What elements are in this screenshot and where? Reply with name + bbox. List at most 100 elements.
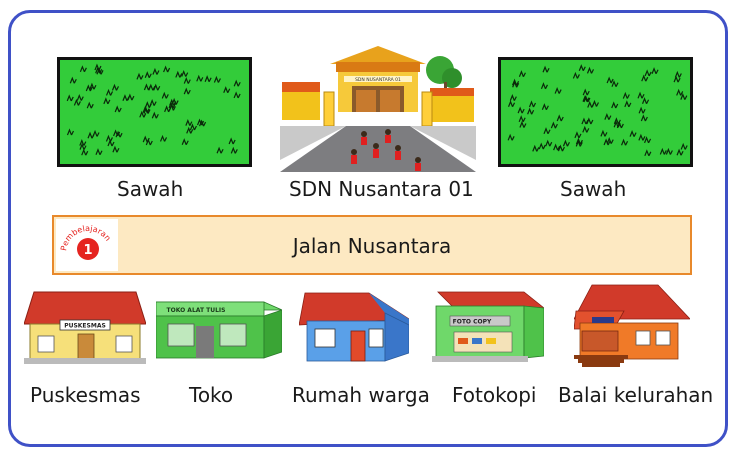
grass-tuft — [139, 110, 147, 118]
grass-tuft — [175, 70, 183, 78]
grass-tuft — [541, 103, 549, 110]
grass-tuft — [168, 101, 176, 109]
grass-tuft — [81, 148, 89, 156]
grass-tuft — [575, 139, 583, 147]
road-jalan-nusantara: Jalan Nusantara — [52, 215, 692, 275]
grass-tuft — [69, 76, 77, 84]
grass-tuft — [578, 64, 586, 72]
grass-tuft — [644, 136, 652, 144]
fotocopy-sign: FOTO COPY — [453, 319, 492, 326]
grass-tuft — [638, 133, 646, 141]
label-school: SDN Nusantara 01 — [289, 177, 474, 201]
badge-graphic: Pembelajaran 1 — [59, 224, 113, 260]
fotokopi-illustration: FOTO COPY — [432, 291, 544, 362]
lesson-badge: Pembelajaran 1 — [56, 219, 118, 271]
grass-tuft — [79, 138, 87, 146]
grass-tuft — [66, 128, 75, 136]
grass-tuft — [586, 66, 595, 74]
grass-tuft — [186, 126, 194, 134]
label-puskesmas: Puskesmas — [30, 383, 141, 407]
grass-tuft — [204, 75, 212, 83]
grass-tuft — [680, 142, 688, 150]
toko-illustration: TOKO ALAT TULIS — [156, 301, 282, 359]
grass-tuft — [507, 133, 515, 141]
grass-tuft — [611, 101, 619, 109]
grass-tuft — [673, 75, 681, 83]
grass-tuft — [586, 117, 594, 125]
grass-tuft — [66, 94, 74, 102]
grass-tuft — [572, 71, 580, 79]
grass-tuft — [637, 91, 645, 99]
grass-tuft — [185, 119, 193, 126]
grass-tuft — [518, 70, 526, 78]
badge-number: 1 — [83, 243, 92, 258]
grass-tuft — [600, 129, 608, 137]
grass-tuft — [105, 134, 113, 142]
grass-tuft — [148, 83, 156, 91]
grass-tuft — [79, 65, 87, 73]
label-sawah-right: Sawah — [560, 177, 627, 201]
grass-tuft — [606, 76, 614, 84]
grass-tuft — [114, 105, 122, 113]
rumah-illustration — [299, 292, 409, 362]
puskesmas-sign: PUSKESMAS — [64, 323, 106, 330]
grass-tuft — [611, 80, 619, 87]
label-toko: Toko — [189, 383, 234, 407]
grass-tuft — [181, 69, 189, 77]
grass-tuft — [183, 76, 191, 84]
grass-tuft — [76, 93, 84, 101]
grass-tuft — [94, 63, 102, 71]
school-sign: SDN NUSANTARA 01 — [355, 77, 401, 83]
grass-tuft — [199, 119, 207, 127]
grass-tuft — [145, 138, 153, 146]
grass-tuft — [574, 131, 582, 139]
grass-tuft — [509, 94, 517, 101]
grass-tuft — [554, 86, 562, 94]
grass-tuft — [543, 127, 551, 135]
grass-tuft — [613, 120, 621, 128]
grass-tuft — [575, 137, 583, 145]
grass-tuft — [115, 130, 123, 138]
grass-tuft — [163, 65, 171, 73]
grass-tuft — [196, 74, 204, 82]
grass-tuft — [581, 117, 589, 125]
grass-tuft — [111, 83, 120, 91]
grass-tuft — [603, 138, 611, 146]
grass-tuft — [230, 146, 238, 154]
grass-tuft — [676, 88, 684, 96]
grass-tuft — [86, 101, 94, 109]
grass-tuft — [151, 111, 159, 119]
grass-tuft — [159, 134, 168, 142]
grass-tuft — [153, 83, 161, 91]
grass-tuft — [196, 118, 205, 126]
grass-tuft — [161, 91, 169, 99]
grass-tuft — [604, 112, 612, 120]
label-rumah: Rumah warga — [292, 383, 430, 407]
grass-tuft — [550, 121, 558, 129]
grass-tuft — [527, 107, 535, 115]
grass-tuft — [622, 91, 630, 99]
grass-tuft — [624, 100, 632, 108]
grass-tuft — [122, 94, 130, 102]
balai-illustration — [574, 284, 690, 367]
grass-tuft — [73, 98, 81, 106]
grass-tuft — [216, 146, 224, 154]
label-balai: Balai kelurahan — [558, 383, 714, 407]
grass-tuft — [587, 100, 595, 108]
grass-tuft — [144, 71, 152, 79]
grass-tuft — [89, 82, 97, 90]
grass-tuft — [644, 69, 652, 77]
grass-tuft — [665, 147, 673, 155]
grass-tuft — [562, 139, 570, 147]
rice-field-right — [498, 57, 693, 167]
grass-tuft — [553, 143, 561, 151]
grass-tuft — [228, 137, 236, 145]
grass-tuft — [107, 139, 115, 147]
grass-tuft — [640, 114, 648, 122]
grass-tuft — [641, 97, 650, 105]
grass-tuft — [512, 80, 520, 88]
grass-tuft — [171, 97, 179, 105]
grass-tuft — [629, 129, 637, 137]
grass-tuft — [620, 138, 629, 146]
grass-tuft — [519, 120, 527, 128]
